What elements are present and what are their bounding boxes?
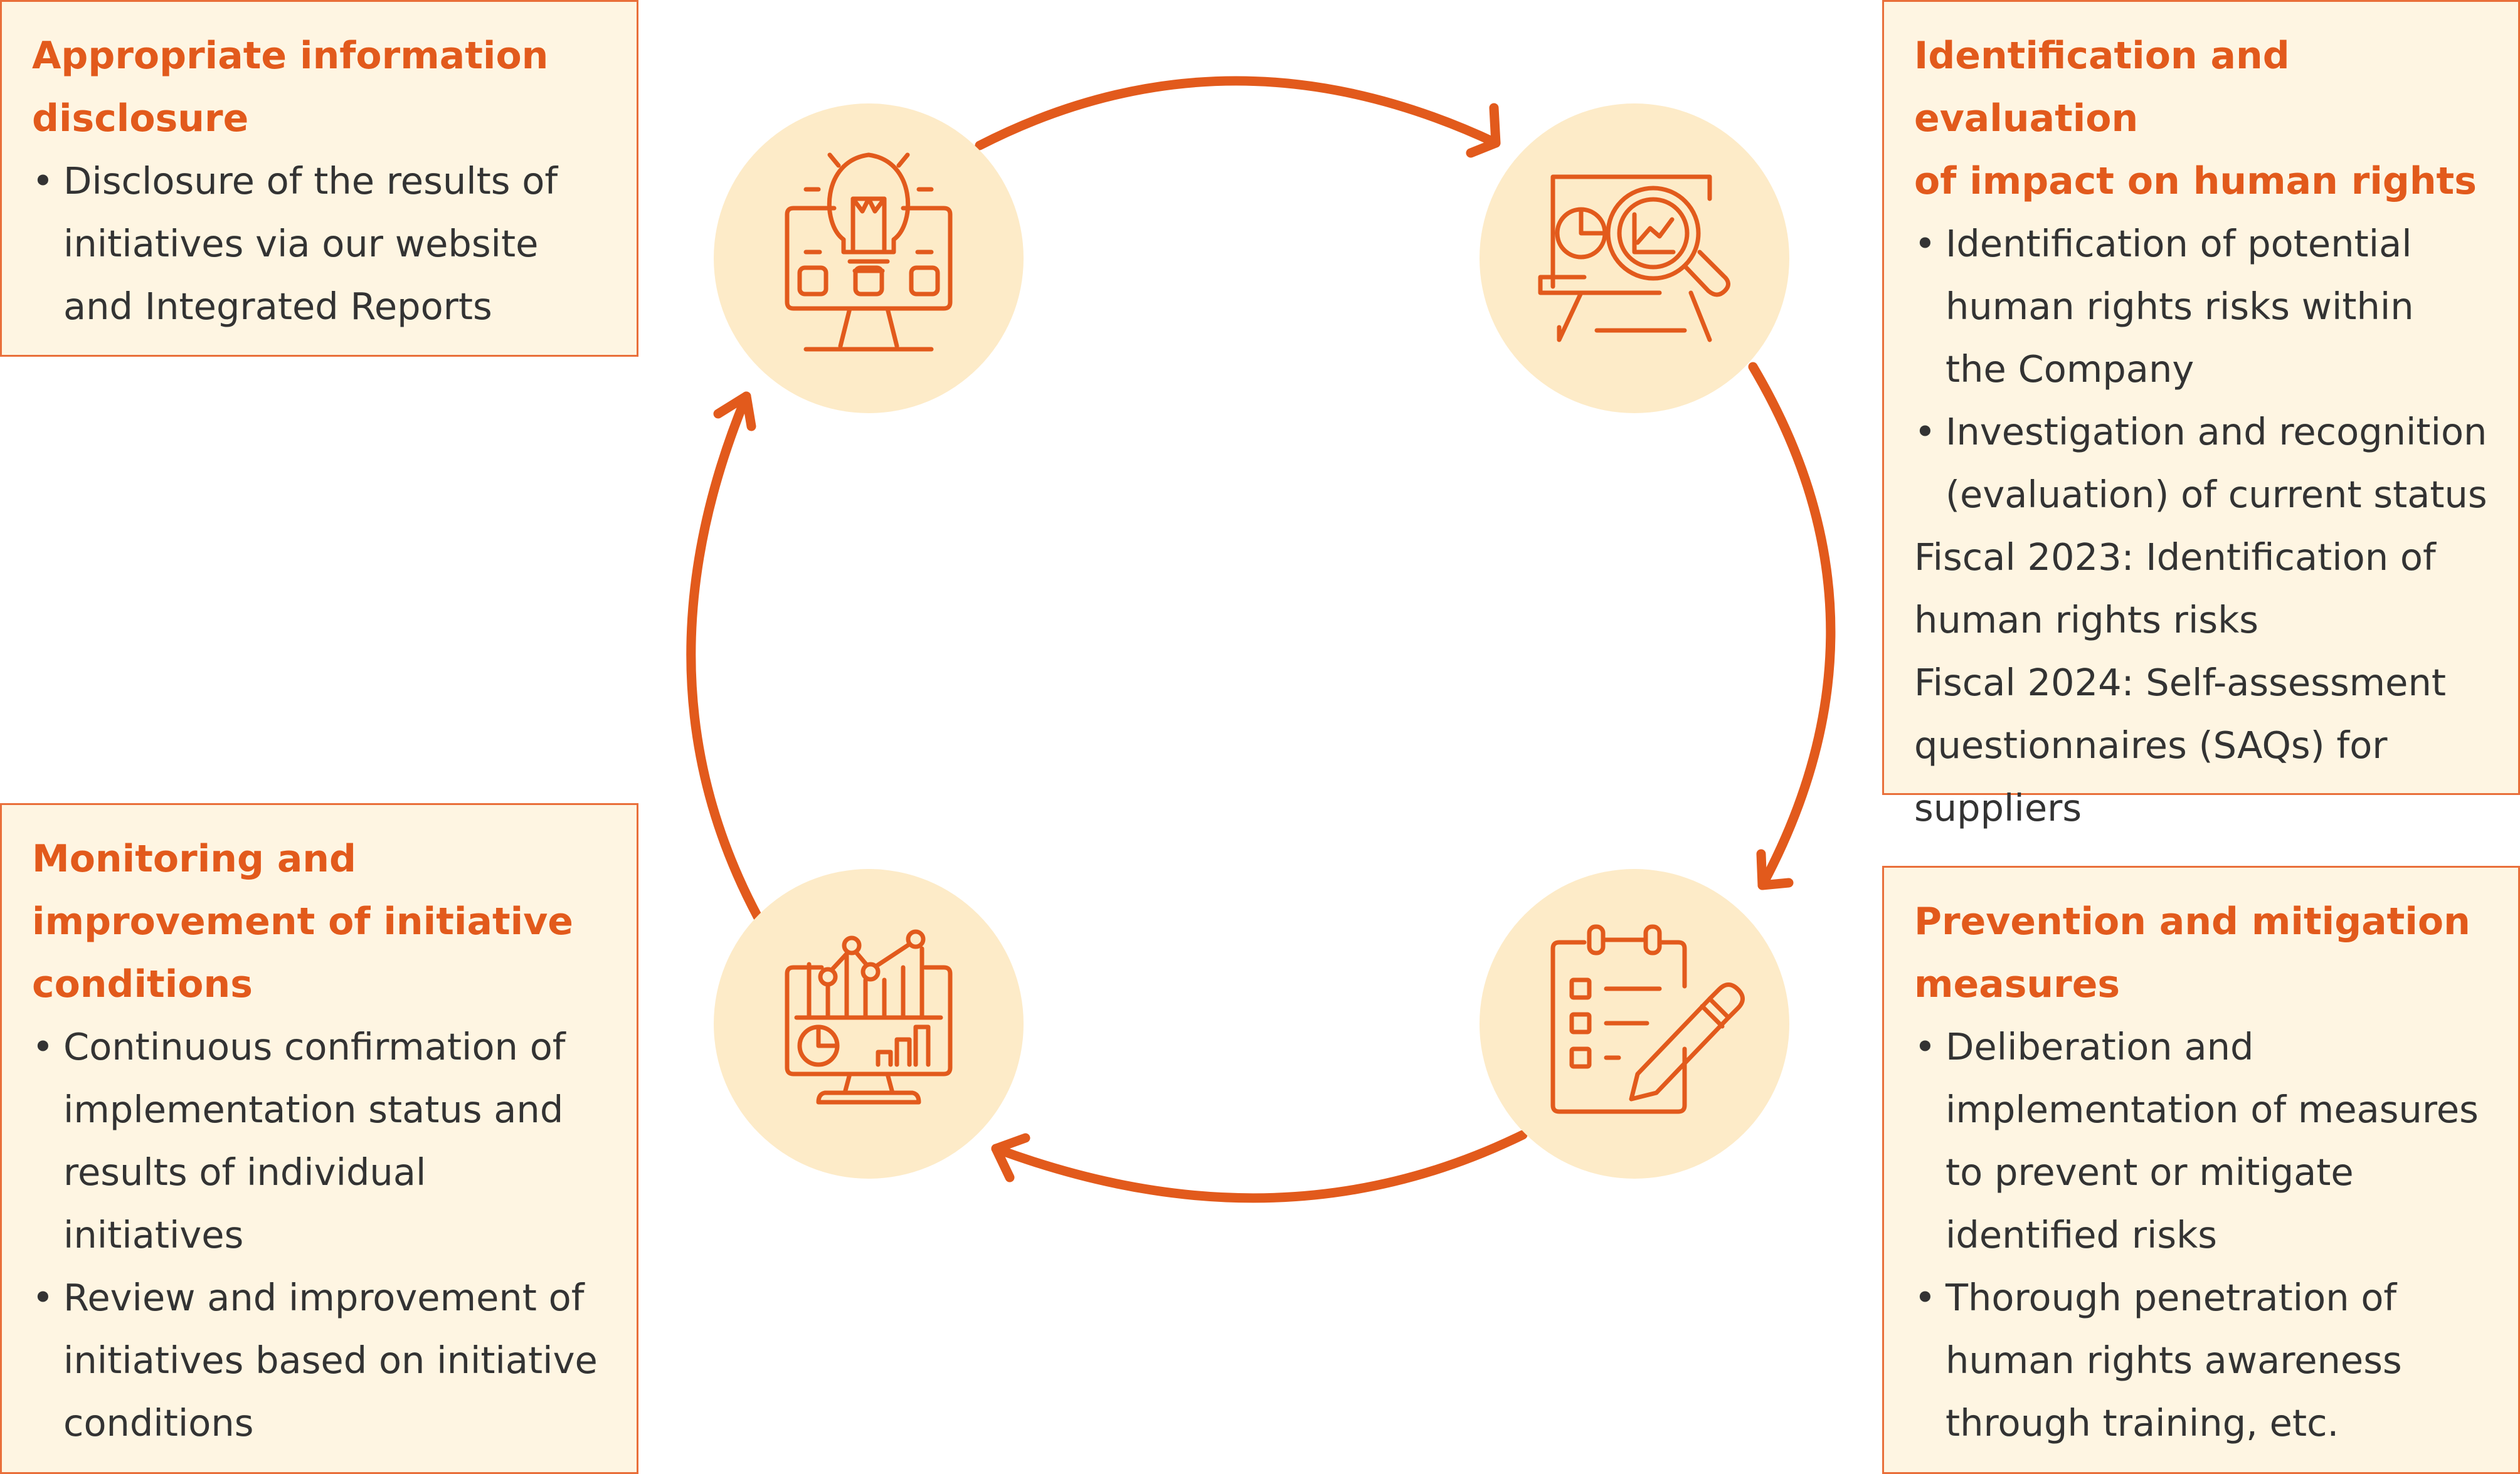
bullet-list: Disclosure of the results of initiatives…	[32, 150, 609, 338]
note-line: suppliers	[1914, 786, 2082, 829]
arrow-bottom	[991, 1130, 1528, 1203]
stage-box-prevention: Prevention and mitigation measures Delib…	[1882, 866, 2520, 1474]
bullet-list: Continuous confirmation of implementatio…	[32, 1016, 609, 1455]
stage-box-disclosure: Appropriate information disclosure Discl…	[0, 0, 638, 357]
lightbulb-monitor-icon	[714, 103, 1024, 413]
bullet-item: Investigation and recognition (evaluatio…	[1914, 401, 2491, 526]
stage-title: Identification and evaluation of impact …	[1914, 34, 2477, 203]
note-line: questionnaires (SAQs) for	[1914, 724, 2388, 767]
bullet-item: Review and improvement of initiatives ba…	[32, 1266, 609, 1455]
bullet-item: Disclosure of the results of initiatives…	[32, 150, 609, 338]
arrow-top	[975, 76, 1501, 158]
fiscal-notes: Fiscal 2023: Identification of human rig…	[1914, 526, 2491, 840]
bullet-item: Thorough penetration of human rights awa…	[1914, 1266, 2491, 1455]
stage-title: Appropriate information disclosure	[32, 34, 549, 140]
bullet-item: Identification of potential human rights…	[1914, 213, 2491, 401]
presentation-magnifier-icon	[1480, 103, 1789, 413]
note-line: human rights risks	[1914, 598, 2258, 641]
bullet-list: Identification of potential human rights…	[1914, 213, 2491, 526]
arrow-left	[686, 391, 763, 922]
stage-box-monitoring: Monitoring and improvement of initiative…	[0, 803, 638, 1474]
bullet-item: Deliberation and implementation of measu…	[1914, 1016, 2491, 1266]
stage-title: Prevention and mitigation measures	[1914, 900, 2470, 1006]
note-line: Fiscal 2023: Identification of	[1914, 535, 2436, 579]
stage-title: Monitoring and improvement of initiative…	[32, 837, 573, 1006]
analytics-monitor-icon	[714, 869, 1024, 1179]
bullet-list: Deliberation and implementation of measu…	[1914, 1016, 2491, 1455]
arrow-right	[1748, 362, 1836, 890]
bullet-item: Continuous confirmation of implementatio…	[32, 1016, 609, 1266]
stage-box-identification: Identification and evaluation of impact …	[1882, 0, 2520, 829]
checklist-pen-icon	[1480, 869, 1789, 1179]
note-line: Fiscal 2024: Self-assessment	[1914, 661, 2446, 704]
